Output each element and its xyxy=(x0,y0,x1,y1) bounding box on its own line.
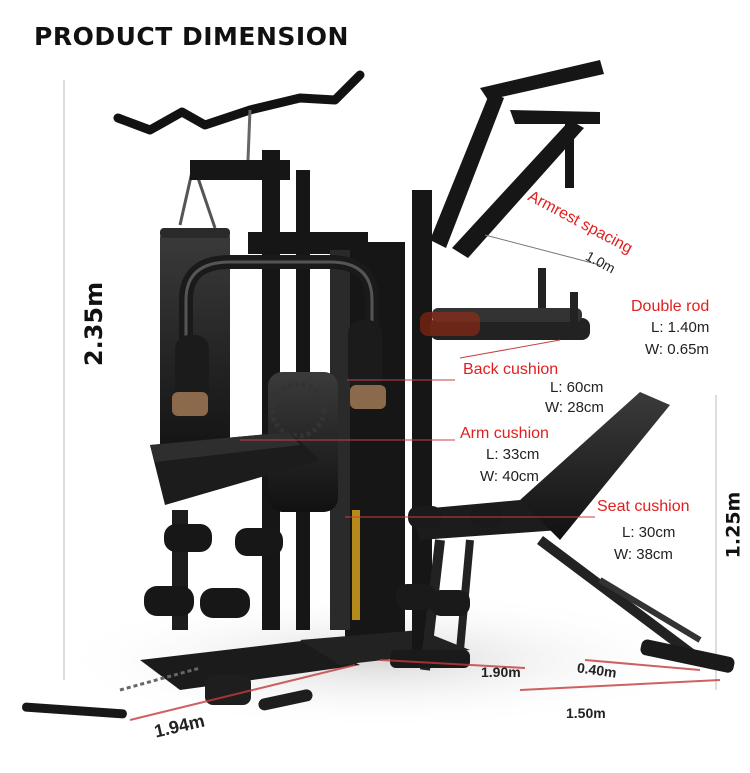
back-cushion-label: Back cushion xyxy=(463,361,559,378)
double-rod-width: W: 0.65m xyxy=(645,341,709,358)
double-rod-length: L: 1.40m xyxy=(651,319,710,336)
floor-dimension-lines xyxy=(129,659,721,721)
double-rod-label: Double rod xyxy=(631,298,710,315)
arm-cushion-length: L: 33cm xyxy=(486,446,540,463)
frame-base xyxy=(140,640,360,690)
page-title: PRODUCT DIMENSION xyxy=(34,22,349,51)
arm-cushion-label: Arm cushion xyxy=(460,425,549,442)
lat-bar xyxy=(113,70,365,135)
back-cushion-length: L: 60cm xyxy=(550,379,604,396)
handle-bar xyxy=(22,702,127,719)
seat-cushion-label: Seat cushion xyxy=(597,498,690,515)
arm-cushion-width: W: 40cm xyxy=(480,468,539,485)
height-bench-label: 1.25m xyxy=(722,491,745,559)
punching-bag xyxy=(160,164,230,468)
seat-cushion-width: W: 38cm xyxy=(614,546,673,563)
press-handle-right xyxy=(348,320,382,390)
leg-rollers xyxy=(144,510,283,630)
adjustable-bench xyxy=(390,392,735,673)
bench-length-label: 1.50m xyxy=(566,705,606,721)
height-total-label: 2.35m xyxy=(80,281,109,367)
bench-backrest xyxy=(520,392,670,540)
guide-lines xyxy=(240,234,601,518)
press-handle-left xyxy=(175,335,209,405)
seat-cushion-length: L: 30cm xyxy=(622,524,676,541)
depth-bench-label: 1.90m xyxy=(481,664,521,680)
back-cushion xyxy=(268,372,338,512)
back-cushion-width: W: 28cm xyxy=(545,399,604,416)
